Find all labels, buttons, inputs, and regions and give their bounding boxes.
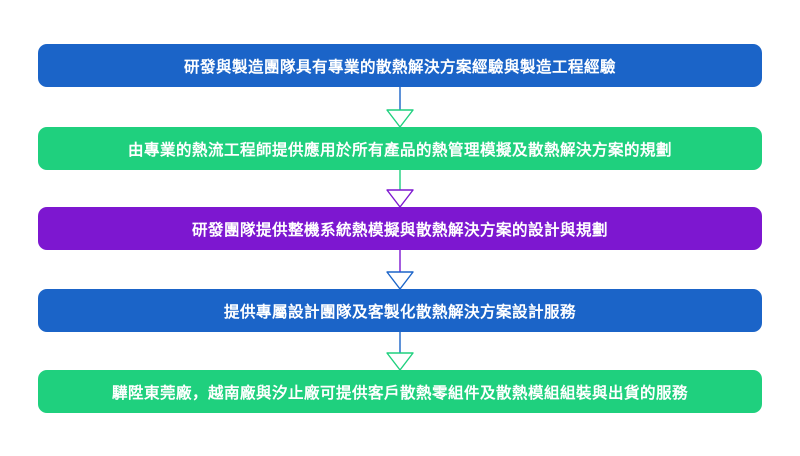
step-5: 驊陞東莞廠，越南廠與汐止廠可提供客戶散熱零組件及散熱模組組裝與出貨的服務 — [38, 370, 762, 413]
step-2-label: 由專業的熱流工程師提供應用於所有產品的熱管理模擬及散熱解決方案的規劃 — [127, 140, 672, 159]
step-2: 由專業的熱流工程師提供應用於所有產品的熱管理模擬及散熱解決方案的規劃 — [38, 127, 762, 170]
step-4: 提供專屬設計團隊及客製化散熱解決方案設計服務 — [38, 289, 762, 332]
step-1: 研發與製造團隊具有專業的散熱解決方案經驗與製造工程經驗 — [38, 44, 762, 87]
step-5-label: 驊陞東莞廠，越南廠與汐止廠可提供客戶散熱零組件及散熱模組組裝與出貨的服務 — [111, 383, 688, 402]
down-arrow-icon — [386, 332, 414, 371]
step-3: 研發團隊提供整機系統熱模擬與散熱解決方案的設計與規劃 — [38, 207, 762, 250]
down-arrow-icon — [386, 170, 414, 208]
down-arrow-icon — [386, 250, 414, 290]
down-arrow-icon — [386, 87, 414, 128]
step-1-label: 研發與製造團隊具有專業的散熱解決方案經驗與製造工程經驗 — [183, 57, 616, 76]
step-3-label: 研發團隊提供整機系統熱模擬與散熱解決方案的設計與規劃 — [191, 220, 608, 239]
step-4-label: 提供專屬設計團隊及客製化散熱解決方案設計服務 — [223, 302, 576, 321]
